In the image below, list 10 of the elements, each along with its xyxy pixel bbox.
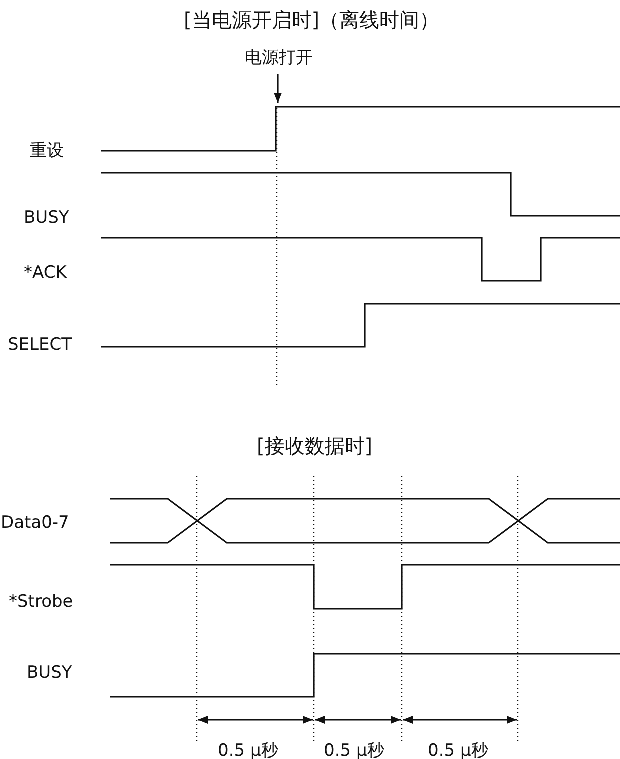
signal-label: BUSY — [27, 663, 72, 683]
signal-label: Data0-7 — [1, 513, 70, 533]
heading: [接收数据时] — [257, 434, 373, 458]
signal-label: *Strobe — [9, 592, 74, 612]
event-label: 电源打开 — [245, 48, 313, 68]
signal-label: BUSY — [24, 208, 70, 228]
heading: [当电源开启时]（离线时间） — [184, 8, 440, 32]
signal-label: *ACK — [24, 263, 67, 283]
signal-label: SELECT — [8, 335, 72, 355]
signal-label: 重设 — [30, 141, 64, 161]
